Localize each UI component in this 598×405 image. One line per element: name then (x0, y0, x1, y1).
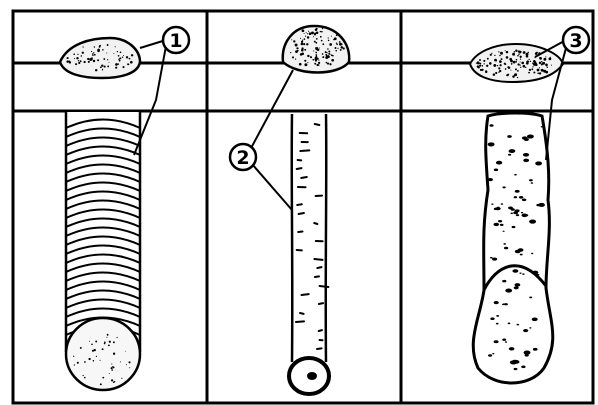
panel-1: 1 (60, 27, 189, 392)
wide-bead-outline (473, 113, 553, 383)
bead-top-view-2 (289, 114, 329, 394)
panel-3: 3 (470, 27, 589, 383)
bead-cross-section-2 (283, 26, 349, 73)
callout-1: 1 (134, 27, 189, 155)
callout-2: 2 (230, 70, 293, 210)
callout-number-3: 3 (569, 30, 582, 52)
bead-crater-1 (66, 318, 140, 390)
bead-top-view-1 (66, 112, 140, 392)
bead-cross-section-1 (60, 38, 140, 78)
callout-number-1: 1 (169, 30, 182, 52)
panel-2: 2 (230, 26, 349, 394)
callout-number-2: 2 (236, 147, 249, 169)
bead-top-view-3 (473, 113, 553, 383)
